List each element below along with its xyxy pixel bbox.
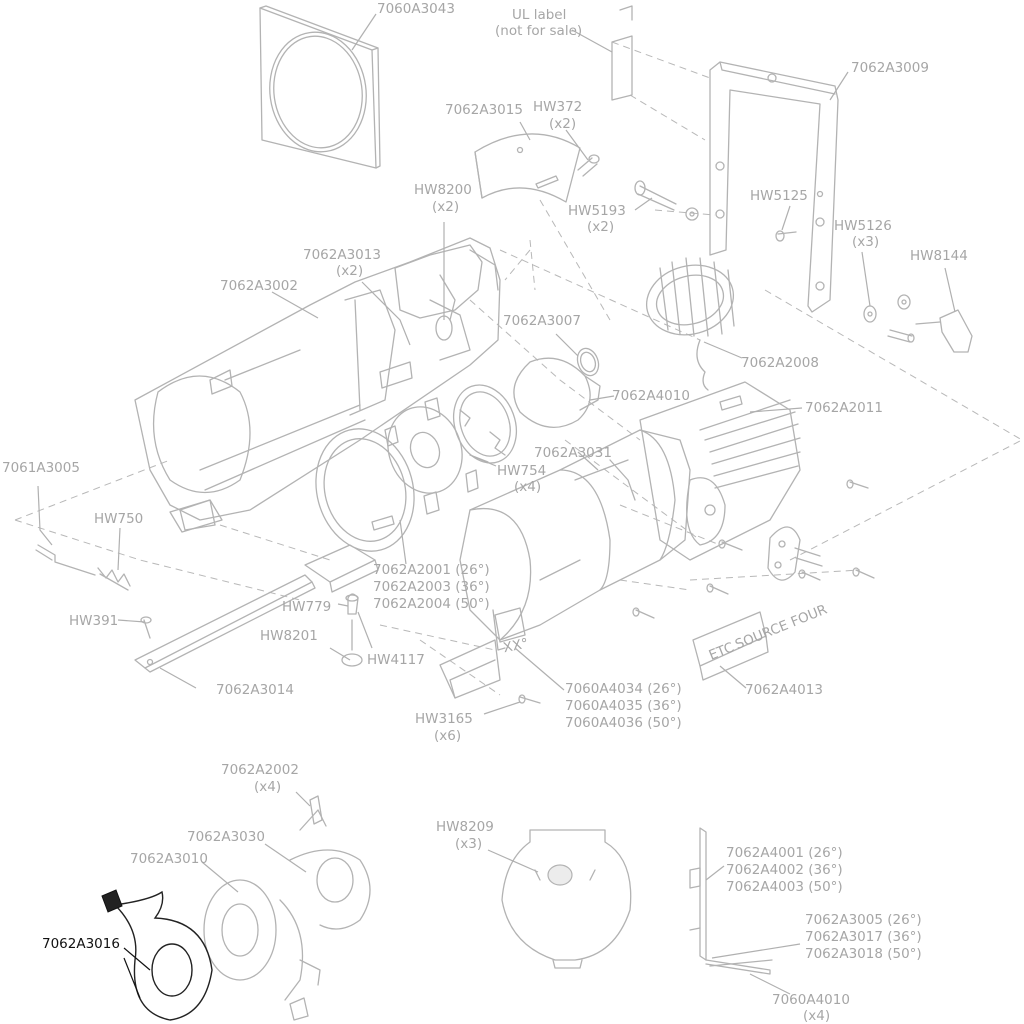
burner-housing (639, 381, 801, 561)
label-7062A3030: 7062A3030 (187, 829, 265, 845)
label-7062A4013: 7062A4013 (745, 682, 823, 698)
rail-7062A3014 (134, 574, 316, 673)
main-housing (134, 237, 501, 531)
label-hw372: HW372 (533, 99, 582, 115)
label-7062A3002: 7062A3002 (220, 278, 298, 294)
assembly-guide-lines (14, 41, 1024, 696)
label-hw5193-qty: (x2) (587, 219, 614, 235)
lens-tube (439, 429, 691, 699)
label-7062A3005: 7062A3005 (26°) (805, 912, 922, 928)
label-7062A4002: 7062A4002 (36°) (726, 862, 843, 878)
label-7062A4010: 7062A4010 (612, 388, 690, 404)
label-7060A4036: 7060A4036 (50°) (565, 715, 682, 731)
hw5125-screw (775, 230, 797, 242)
hw8144-knob (915, 309, 973, 353)
hw8209-disc (501, 829, 632, 969)
lamp-cap (645, 257, 735, 391)
label-hw391: HW391 (69, 613, 118, 629)
label-7062A3007: 7062A3007 (503, 313, 581, 329)
hw5126-washers (863, 294, 915, 343)
label-hw8201: HW8201 (260, 628, 318, 644)
body-marking: XX° (502, 635, 530, 656)
label-7062A3014: 7062A3014 (216, 682, 294, 698)
label-hw8144: HW8144 (910, 248, 968, 264)
hw5193-bolt (634, 180, 699, 221)
label-7062A2002-qty: (x4) (254, 779, 281, 795)
shutter-blade-7062A3016 (101, 889, 213, 1021)
label-hw5193: HW5193 (568, 203, 626, 219)
logo-plate-subtext: SOURCE FOUR (733, 602, 830, 653)
label-hw3165-qty: (x6) (434, 728, 461, 744)
rod-7061A3005 (35, 544, 96, 576)
label-7062A3015: 7062A3015 (445, 102, 523, 118)
label-7062A3013-qty: (x2) (336, 263, 363, 279)
label-hw8200-qty: (x2) (432, 199, 459, 215)
label-7060A3043: 7060A3043 (377, 1, 455, 17)
label-7062A3018: 7062A3018 (50°) (805, 946, 922, 962)
part-labels: 7060A3043 UL label (not for sale) 7062A3… (2, 1, 968, 1024)
gobo-lens-stack (689, 827, 773, 975)
label-hw8209-qty: (x3) (455, 836, 482, 852)
logo-plate-text: ETC (707, 639, 737, 663)
label-7060A4010-qty: (x4) (803, 1008, 830, 1024)
lamp-socket-plate (767, 526, 823, 581)
slide-bracket (304, 544, 379, 593)
leader-lines (37, 13, 956, 999)
label-hw5126: HW5126 (834, 218, 892, 234)
ul-label-part (611, 5, 633, 101)
label-7062A3017: 7062A3017 (36°) (805, 929, 922, 945)
label-hw750: HW750 (94, 511, 143, 527)
label-hw5126-qty: (x3) (852, 234, 879, 250)
shutter-subassembly (203, 795, 371, 1021)
logo-plate (692, 611, 769, 681)
label-7061A3005: 7061A3005 (2, 460, 80, 476)
label-7062A3016: 7062A3016 (42, 936, 120, 952)
label-7062A3010: 7062A3010 (130, 851, 208, 867)
label-7060A4035: 7060A4035 (36°) (565, 698, 682, 714)
label-7062A2011: 7062A2011 (805, 400, 883, 416)
label-7062A3009: 7062A3009 (851, 60, 929, 76)
label-7062A2008: 7062A2008 (741, 355, 819, 371)
label-hw8209: HW8209 (436, 819, 494, 835)
label-7062A2002: 7062A2002 (221, 762, 299, 778)
label-hw5125: HW5125 (750, 188, 808, 204)
label-hw779: HW779 (282, 599, 331, 615)
label-ul: UL label (512, 7, 566, 23)
label-hw754: HW754 (497, 463, 546, 479)
lens-rings (387, 347, 600, 494)
hw3165-screws (518, 479, 875, 704)
hw779-hw4117 (341, 593, 363, 667)
label-7062A3013: 7062A3013 (303, 247, 381, 263)
shutter-blades (384, 397, 479, 515)
reflector-7062A4010 (513, 357, 601, 428)
label-ul-note: (not for sale) (495, 23, 582, 39)
hw750-spring (97, 567, 131, 591)
hw391-screw (140, 616, 152, 639)
label-hw8200: HW8200 (414, 182, 472, 198)
yoke (709, 61, 839, 313)
label-7062A2004: 7062A2004 (50°) (373, 596, 490, 612)
top-cover (474, 133, 581, 203)
label-7062A4003: 7062A4003 (50°) (726, 879, 843, 895)
lower-housing-bracket (169, 499, 223, 533)
label-7060A4010: 7060A4010 (772, 992, 850, 1008)
color-frame (259, 5, 381, 169)
label-7062A3031: 7062A3031 (534, 445, 612, 461)
label-hw372-qty: (x2) (549, 116, 576, 132)
label-hw754-qty: (x4) (514, 479, 541, 495)
label-7062A4001: 7062A4001 (26°) (726, 845, 843, 861)
hw372-screw (577, 154, 600, 177)
lens-7062A2001 (315, 428, 415, 552)
label-7062A2003: 7062A2003 (36°) (373, 579, 490, 595)
label-7060A4034: 7060A4034 (26°) (565, 681, 682, 697)
label-7062A2001: 7062A2001 (26°) (373, 562, 490, 578)
label-hw3165: HW3165 (415, 711, 473, 727)
label-hw4117: HW4117 (367, 652, 425, 668)
